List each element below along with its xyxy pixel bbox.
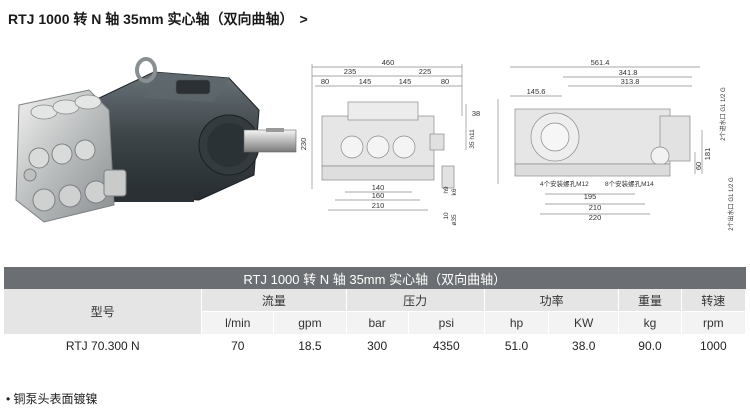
unit-kw: KW — [548, 311, 620, 334]
group-weight: 重量 — [618, 289, 682, 312]
cell-model: RTJ 70.300 N — [65, 339, 140, 353]
front-dim-230: 230 — [300, 138, 308, 151]
shaft-label-35h11: 35 h11 — [469, 129, 476, 149]
front-dim-80b: 80 — [441, 77, 449, 86]
side-label-m14: 8个安装螺孔M14 — [605, 179, 654, 188]
cell-kw: 38.0 — [572, 339, 596, 353]
front-dim-145b: 145 — [399, 77, 412, 86]
front-dim-235: 235 — [344, 67, 357, 76]
front-dim-145a: 145 — [359, 77, 372, 86]
unit-gpm: gpm — [273, 311, 347, 334]
cell-psi: 4350 — [432, 339, 460, 353]
chevron-right-icon: > — [299, 11, 308, 27]
group-power: 功率 — [484, 289, 620, 312]
shaft-label-38: 38 — [472, 109, 480, 118]
side-label-outlet: 2个出水口 G1 1/2 G — [727, 177, 735, 231]
group-flow: 流量 — [201, 289, 347, 312]
page-title[interactable]: RTJ 1000 转 N 轴 35mm 实心轴（双向曲轴） > — [8, 9, 308, 29]
pump-photo — [15, 57, 297, 223]
group-pressure: 压力 — [346, 289, 485, 312]
side-dim-220: 220 — [589, 213, 602, 222]
side-dim-313: 313.8 — [621, 77, 640, 86]
side-label-m12: 4个安装螺孔M12 — [540, 179, 589, 188]
unit-rpm: rpm — [681, 311, 747, 334]
front-dim-460: 460 — [382, 58, 395, 67]
front-dim-210: 210 — [372, 201, 385, 210]
table-row: RTJ 70.300 N 70 18.5 300 4350 51.0 38.0 … — [4, 334, 746, 358]
side-dim-145: 145.6 — [527, 87, 546, 96]
unit-psi: psi — [408, 311, 485, 334]
side-dim-210: 210 — [589, 203, 602, 212]
feature-note: • 铜泵头表面镀镍 — [6, 392, 98, 406]
shaft-label-h9: h9 — [443, 186, 450, 194]
unit-lmin: l/min — [201, 311, 275, 334]
front-dim-160: 160 — [372, 191, 385, 200]
table-caption: RTJ 1000 转 N 轴 35mm 实心轴（双向曲轴） — [4, 267, 746, 289]
front-dim-225: 225 — [419, 67, 432, 76]
front-dim-140: 140 — [372, 183, 385, 192]
front-dim-80a: 80 — [321, 77, 329, 86]
side-dim-181: 181 — [703, 148, 712, 161]
spec-table: RTJ 1000 转 N 轴 35mm 实心轴（双向曲轴） 型号 流量 压力 功… — [4, 267, 747, 358]
side-dim-341: 341.8 — [619, 68, 638, 77]
side-dim-195: 195 — [584, 192, 597, 201]
side-label-inlet: 2个进水口 G1 1/2 G — [719, 87, 727, 141]
unit-kg: kg — [618, 311, 682, 334]
shaft-label-k6: k6 — [451, 188, 458, 195]
cell-gpm: 18.5 — [298, 339, 322, 353]
page-title-text: RTJ 1000 转 N 轴 35mm 实心轴（双向曲轴） — [8, 11, 294, 27]
cell-bar: 300 — [367, 339, 388, 353]
cell-lmin: 70 — [231, 339, 245, 353]
side-dim-561: 561.4 — [591, 58, 610, 67]
group-speed: 转速 — [681, 289, 747, 312]
side-dim-60: 60 — [694, 162, 703, 170]
unit-bar: bar — [346, 311, 409, 334]
dimension-drawing: 460 235 225 80 145 145 80 140 160 210 38… — [300, 58, 735, 231]
unit-hp: hp — [484, 311, 550, 334]
shaft-label-dia35: ø35 — [451, 214, 458, 226]
cell-kg: 90.0 — [638, 339, 662, 353]
model-header: 型号 — [4, 289, 203, 334]
cell-rpm: 1000 — [699, 339, 727, 353]
shaft-label-10: 10 — [443, 212, 450, 220]
cell-hp: 51.0 — [504, 339, 529, 353]
